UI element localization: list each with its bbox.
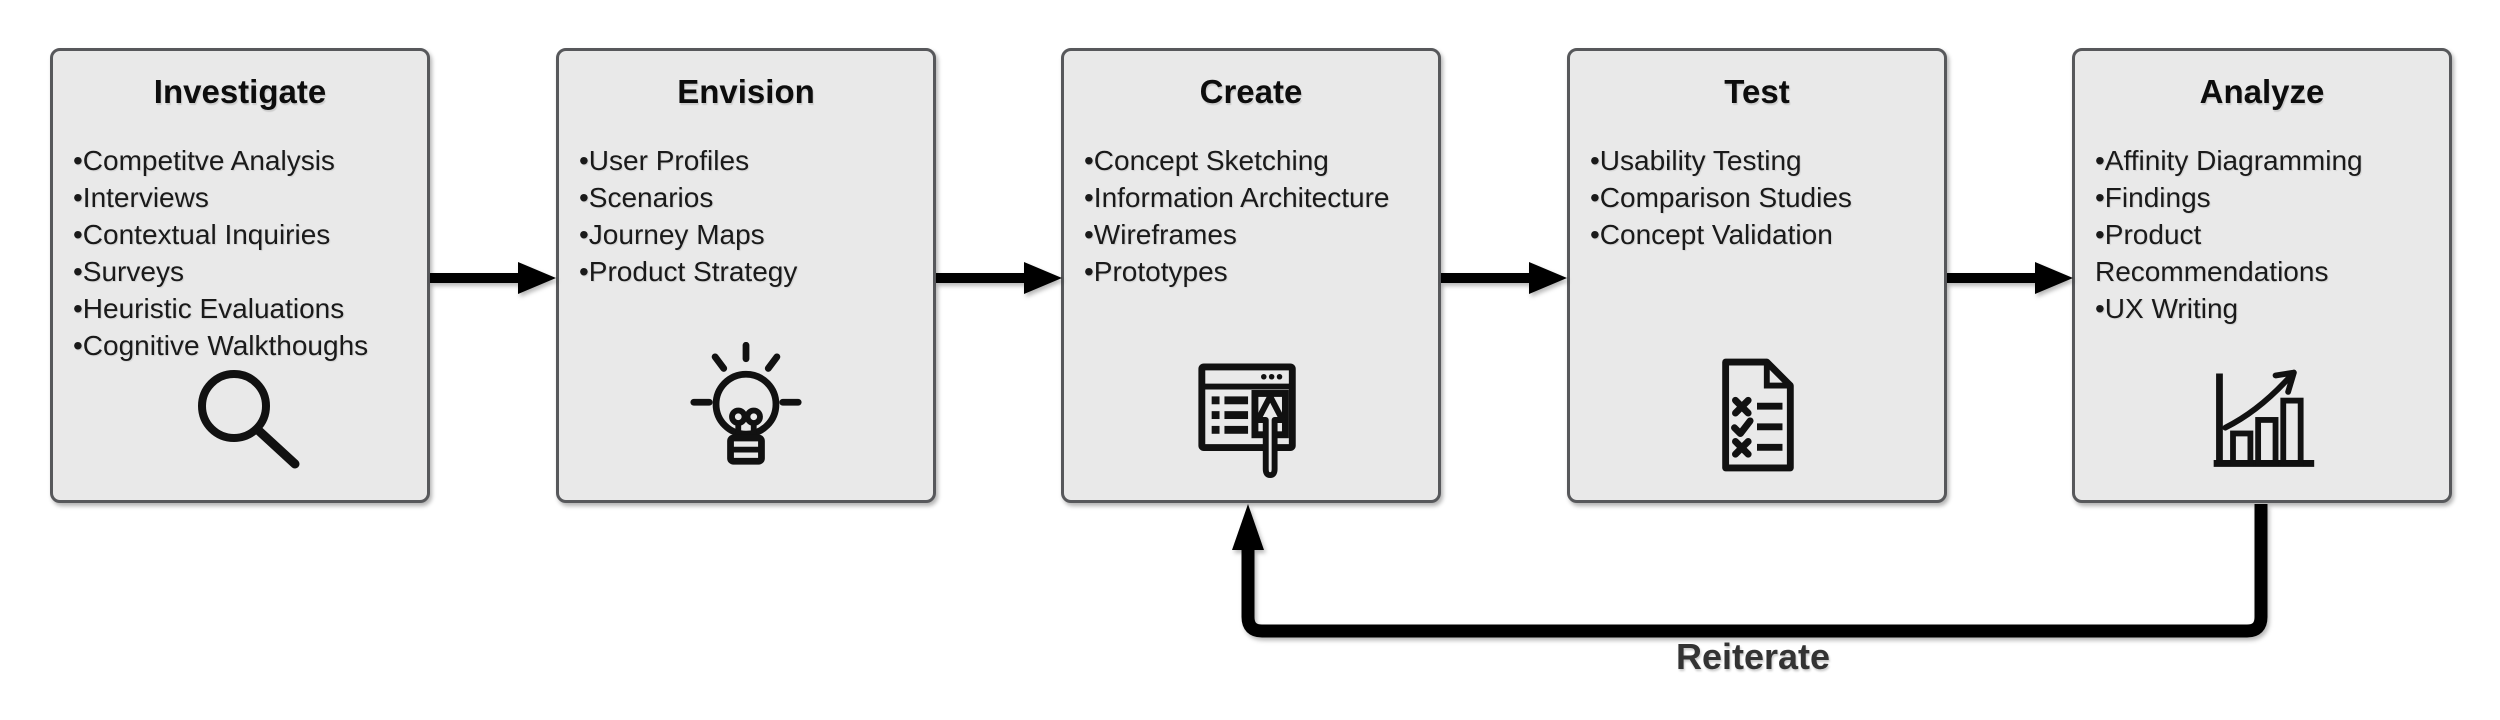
- stage-title: Create: [1199, 73, 1303, 110]
- stage-item: •Competitve Analysis: [73, 145, 335, 176]
- prototype-window-icon: [1192, 359, 1310, 482]
- stage-item: •Prototypes: [1084, 256, 1228, 287]
- stage-item: •Product Strategy: [579, 256, 798, 287]
- arrow-head: [1024, 262, 1062, 294]
- stage-item-list: •Usability Testing •Comparison Studies •…: [1570, 142, 1944, 253]
- stage-title: Investigate: [153, 73, 327, 110]
- stage-test: Test •Usability Testing •Comparison Stud…: [1567, 48, 1947, 503]
- stage-item: •User Profiles: [579, 145, 750, 176]
- arrow-head: [518, 262, 556, 294]
- magnifier-icon: [174, 366, 306, 472]
- stage-item-list: •Affinity Diagramming •Findings •Product…: [2075, 142, 2449, 327]
- flow-arrow-create-to-test: [1441, 262, 1567, 294]
- stage-envision: Envision •User Profiles •Scenarios •Jour…: [556, 48, 936, 503]
- stage-item: •Findings: [2095, 182, 2211, 213]
- stage-create: Create •Concept Sketching •Information A…: [1061, 48, 1441, 503]
- stage-item: •Product Recommendations: [2095, 219, 2329, 287]
- stage-item: •Contextual Inquiries: [73, 219, 331, 250]
- stage-title: Envision: [677, 73, 815, 110]
- stage-investigate: Investigate •Competitve Analysis •Interv…: [50, 48, 430, 503]
- stage-item: •Information Architecture: [1084, 182, 1390, 213]
- stage-item: •Usability Testing: [1590, 145, 1802, 176]
- stage-analyze: Analyze •Affinity Diagramming •Findings …: [2072, 48, 2452, 503]
- stage-item: •Wireframes: [1084, 219, 1237, 250]
- stage-item: •Cognitive Walkthoughs: [73, 330, 369, 361]
- stage-item: •Interviews: [73, 182, 209, 213]
- stage-item-list: •Concept Sketching •Information Architec…: [1064, 142, 1438, 290]
- growth-chart-icon: [2204, 360, 2320, 476]
- stage-item: •Heuristic Evaluations: [73, 293, 345, 324]
- stage-item-list: •User Profiles •Scenarios •Journey Maps …: [559, 142, 933, 290]
- stage-title: Analyze: [2199, 73, 2325, 110]
- stage-item-list: •Competitve Analysis •Interviews •Contex…: [53, 142, 427, 364]
- flow-arrow-test-to-analyze: [1947, 262, 2073, 294]
- stage-item: •Surveys: [73, 256, 184, 287]
- arrow-shaft: [1947, 273, 2039, 283]
- stage-item: •Scenarios: [579, 182, 714, 213]
- arrow-shaft: [936, 273, 1028, 283]
- flow-arrow-envision-to-create: [936, 262, 1062, 294]
- arrow-head: [1529, 262, 1567, 294]
- flow-arrow-investigate-to-envision: [430, 262, 556, 294]
- stage-item: •Comparison Studies: [1590, 182, 1852, 213]
- checklist-document-icon: [1708, 356, 1806, 474]
- stage-item: •Concept Validation: [1590, 219, 1833, 250]
- stage-item: •Affinity Diagramming: [2095, 145, 2363, 176]
- reiterate-label: Reiterate: [1675, 636, 1831, 677]
- lightbulb-icon: [688, 342, 804, 478]
- stage-item: •Journey Maps: [579, 219, 765, 250]
- stage-title: Test: [1724, 73, 1790, 110]
- stage-item: •UX Writing: [2095, 293, 2239, 324]
- arrow-shaft: [430, 273, 522, 283]
- stage-item: •Concept Sketching: [1084, 145, 1329, 176]
- arrow-head: [2035, 262, 2073, 294]
- arrow-shaft: [1441, 273, 1533, 283]
